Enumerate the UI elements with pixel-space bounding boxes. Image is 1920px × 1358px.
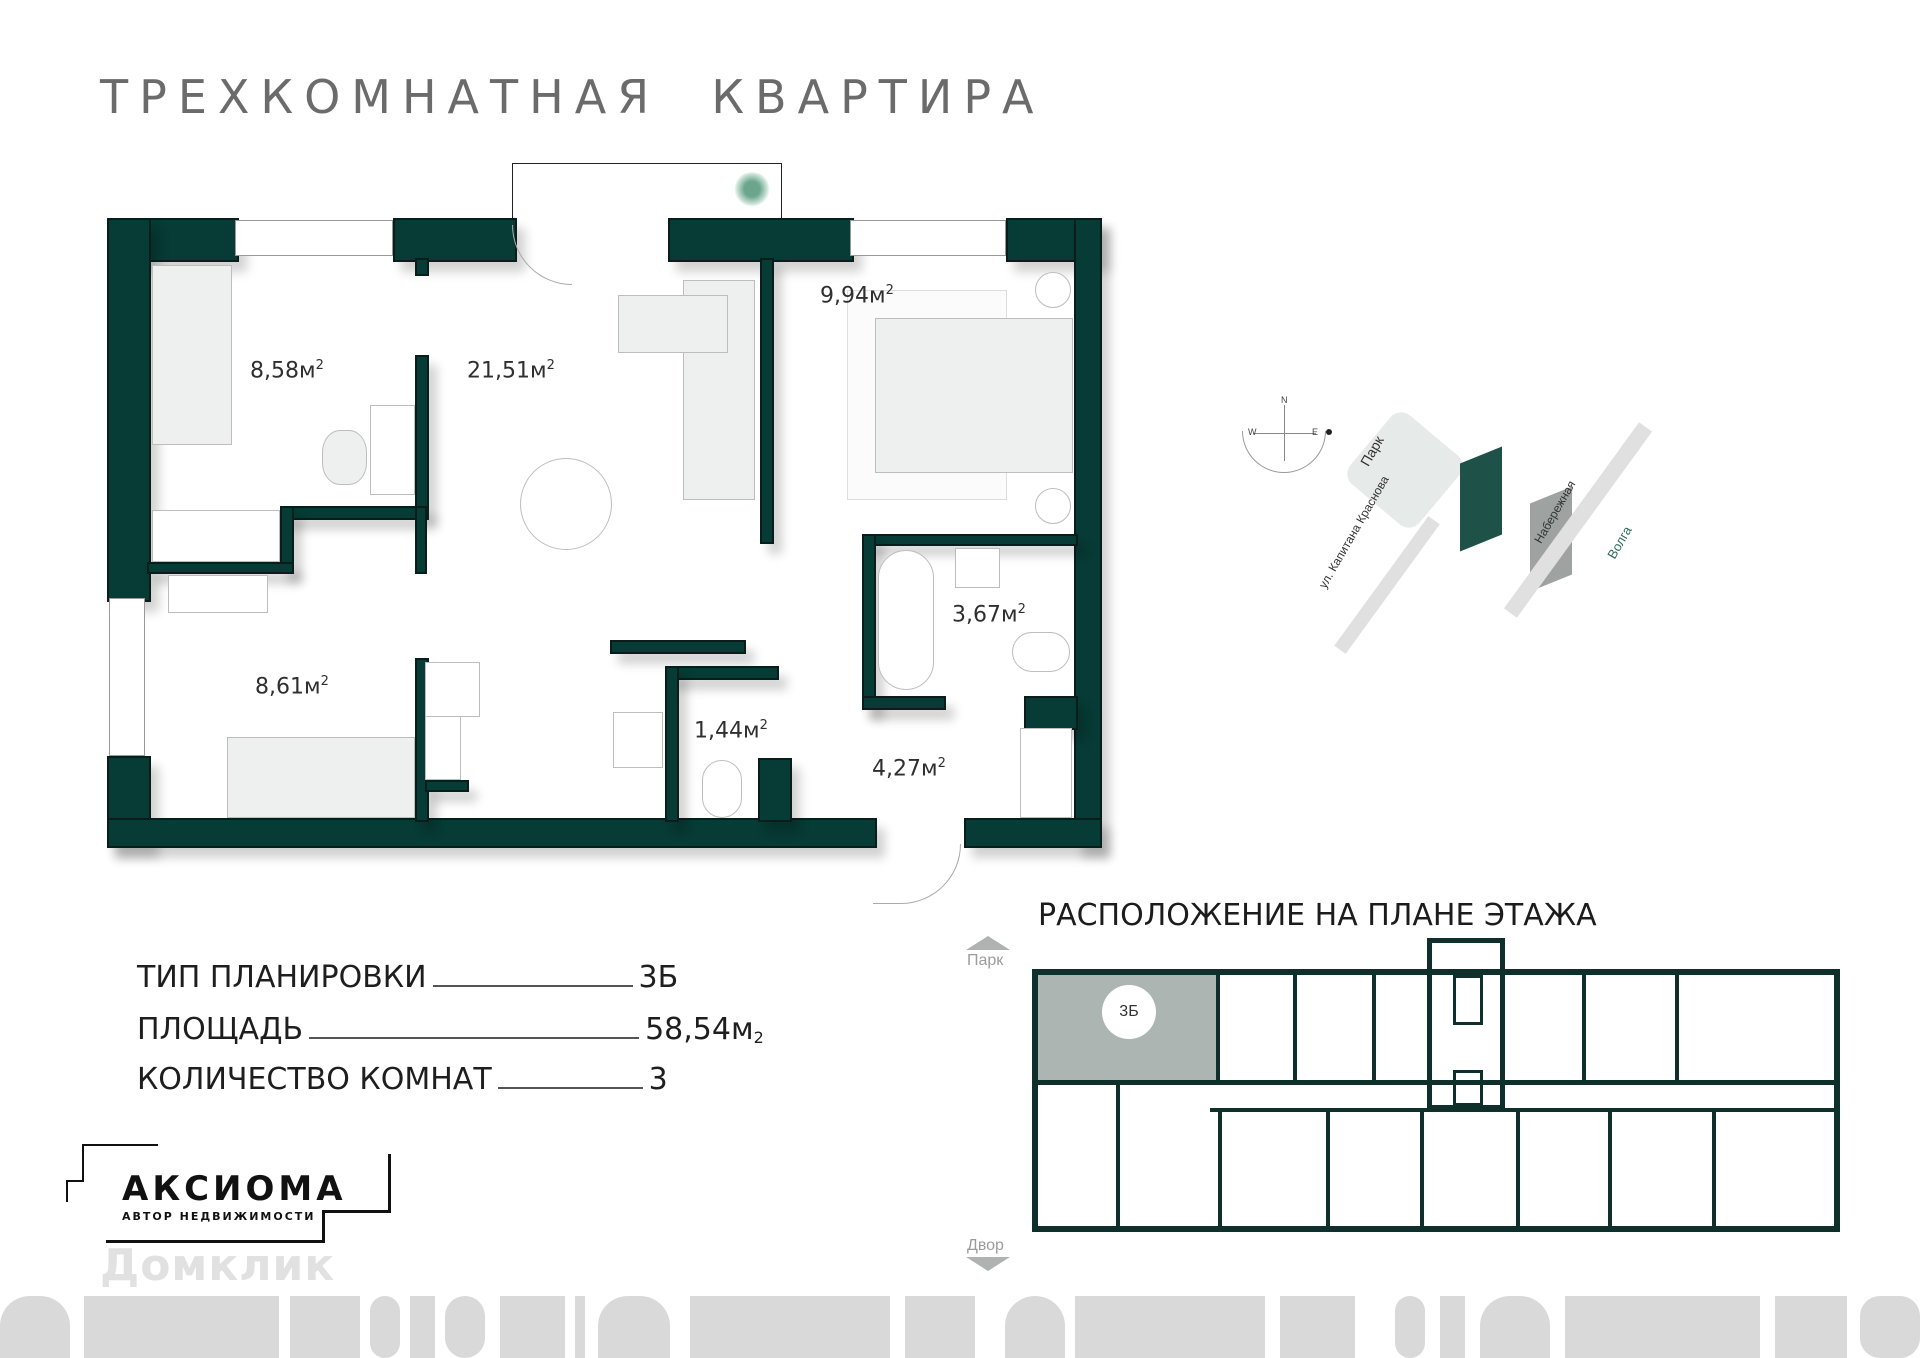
balcony-door [512,225,572,285]
spec-label: ТИП ПЛАНИРОВКИ [137,960,427,995]
bathroom-sink [955,548,1000,588]
bathtub [878,550,934,690]
wall-top-right1 [668,218,854,262]
street-label: ул. Капитана Краснова [1315,473,1392,591]
toilet [1012,632,1070,672]
developer-logo: АКСИОМА АВТОР НЕДВИЖИМОСТИ [66,1144,396,1244]
wall-interior [610,640,746,654]
window [109,598,145,756]
bed [227,737,415,818]
wall-interior [415,258,429,276]
desk [168,575,268,613]
fridge [425,662,480,717]
chair [322,430,367,485]
toilet [702,760,742,818]
bed [152,265,232,445]
spec-value: 3 [648,1062,668,1097]
wardrobe [1020,728,1072,818]
floor-plan: Парк Двор 3Б [960,930,1860,1271]
wall-left-top [107,218,151,602]
unit-badge: 3Б [1102,985,1156,1039]
spec-label: КОЛИЧЕСТВО КОМНАТ [137,1062,492,1097]
corridor-wall [1032,1080,1840,1085]
watermark: Домклик [100,1240,336,1291]
room-area-label: 3,67м2 [952,602,1026,628]
apartment-plan: 8,58м2 21,51м2 9,94м2 8,61м2 3,67м2 1,44… [0,0,1120,920]
nightstand [1035,272,1071,308]
floor-plan-title: РАСПОЛОЖЕНИЕ НА ПЛАНЕ ЭТАЖА [1038,898,1597,933]
wall-interior [862,696,946,710]
double-bed [875,318,1073,473]
yard-direction-label: Двор [967,1237,1004,1254]
room-area-label: 9,94м2 [820,283,894,309]
room-area-label: 21,51м2 [467,358,555,384]
room-area-label: 4,27м2 [872,756,946,782]
wall-top-mid [393,218,517,262]
room-area-label: 8,61м2 [255,674,329,700]
wall-interior [758,758,792,822]
logo-name: АКСИОМА [122,1169,347,1209]
wall-interior [147,562,294,574]
elevator [1453,1070,1483,1106]
arrow-down-icon [966,1257,1010,1271]
wall-interior [415,355,429,514]
balcony [512,163,782,225]
park-direction-label: Парк [967,952,1004,969]
spec-value: 3Б [638,960,679,995]
building-1 [1460,446,1502,552]
decorative-band [0,1296,1920,1358]
wall-interior [1024,696,1078,730]
arrow-up-icon [966,936,1010,950]
nightstand [1035,488,1071,524]
wall-interior [280,506,429,520]
spec-value: 58,54м [645,1012,754,1047]
window [235,220,393,256]
wall-interior [862,534,876,710]
wall-interior [665,666,679,822]
wall-interior [415,506,427,574]
sofa-chaise [618,295,728,353]
entrance-door [873,844,961,904]
wall-bottom-right [964,818,1102,848]
room-area-label: 1,44м2 [694,718,768,744]
wall-interior [862,534,1078,546]
window [850,220,1006,256]
wardrobe [152,510,280,562]
stairwell [1427,938,1505,1110]
wall-right [1074,218,1102,848]
corridor-wall [1210,1108,1840,1112]
room-area-label: 8,58м2 [250,358,324,384]
wall-bottom-left [107,818,877,848]
desk [370,405,415,495]
site-map: N W E Парк ул. Капитана Краснова Набереж… [1230,385,1720,655]
dining-table [520,458,612,550]
embankment-road [1503,422,1653,618]
wall-interior [760,258,774,544]
building-outline [1032,969,1840,1232]
page-title: ТРЕХКОМНАТНАЯ КВАРТИРА [100,70,1045,124]
spec-rooms-count: КОЛИЧЕСТВО КОМНАТ 3 [137,1062,668,1097]
stove [613,712,663,768]
logo-tagline: АВТОР НЕДВИЖИМОСТИ [122,1210,316,1223]
river-label: Волга [1604,523,1635,562]
compass-icon: N W E [1242,395,1332,479]
spec-label: ПЛОЩАДЬ [137,1012,304,1047]
spec-layout-type: ТИП ПЛАНИРОВКИ 3Б [137,960,678,995]
wall-interior [425,780,469,792]
elevator [1453,975,1483,1025]
plant-icon [733,172,771,206]
wall-interior [665,666,779,680]
